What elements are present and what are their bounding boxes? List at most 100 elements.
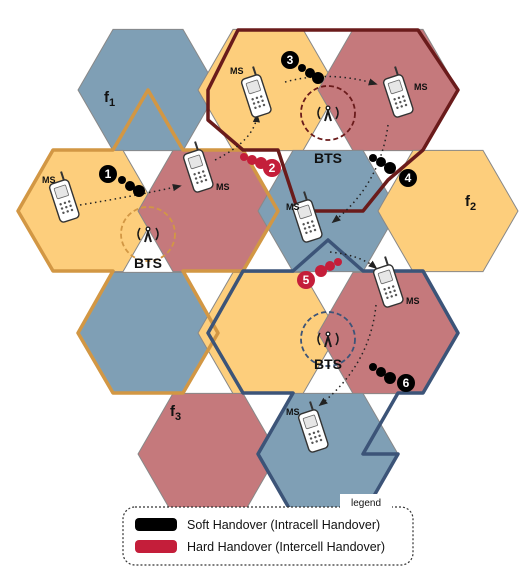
movement-path [329,251,378,270]
bts-coverage-ring [300,85,356,141]
handover-dot [376,367,386,377]
handover-number: 4 [405,171,412,185]
handover-marker-4: 4 [369,154,417,187]
mobile-phone-icon [372,256,404,308]
handover-number-badge [263,159,281,177]
phone-key [387,286,391,290]
phone-key [308,433,311,436]
phone-key [193,173,196,176]
phone-key [312,224,315,227]
legend-box [122,506,414,566]
phone-key [303,227,307,230]
phone-key [60,207,64,210]
phone-key [404,103,408,107]
phone-key [200,180,203,183]
handover-marker-6: 6 [369,363,415,392]
handover-dot [133,185,145,197]
bts-tower-icon [300,311,356,367]
phone-key [311,220,314,223]
signal-wave-left [317,106,321,120]
bts-label: BTS [314,356,342,372]
legend-label-hard: Hard Handover (Intercell Handover) [187,540,385,554]
phone-key [392,285,395,288]
phone-key [65,205,68,209]
phone-antenna [394,66,399,76]
phone-key [258,105,261,108]
phone-key [312,431,316,435]
phone-antenna [309,401,314,411]
legend: legend Soft Handover (Intracell Handover… [122,494,414,566]
handover-dot [118,176,126,184]
handover-dot [384,162,396,174]
phone-key [252,102,256,105]
handover-number: 2 [269,161,276,175]
signal-wave-right [335,106,339,120]
handover-dot [376,157,386,167]
phone-key [194,177,198,180]
phone-key [196,181,199,185]
phone-key [202,170,205,173]
phone-key [314,435,317,439]
phone-key [262,103,266,107]
phone-key [384,292,388,295]
mobile-phone-icon [297,401,329,453]
mobile-phone-icon [240,66,272,118]
ms-label: MS [414,82,428,92]
phone-key [199,175,202,179]
phone-key [403,99,406,102]
phone-key [309,230,312,233]
handover-dot [384,372,396,384]
mobile-phone-icon [182,141,214,193]
phone-key [394,102,398,105]
phone-key [254,106,257,110]
phone-screen [53,184,69,200]
hex-cell [17,149,159,273]
phone-key [197,171,201,175]
handover-dot [369,363,377,371]
handover-number: 6 [403,376,410,390]
antenna-core [326,332,330,336]
phone-key [257,100,260,104]
signal-wave-left [317,332,321,346]
phone-key [251,98,254,101]
cluster-borders [16,28,460,517]
cluster-border-orange [16,88,280,395]
phone-screen [377,269,393,285]
handover-dot [325,261,335,271]
mobile-phone-icon [382,66,414,118]
bts-coverage-ring [120,206,176,262]
phone-antenna [60,171,65,181]
phone-key [309,437,313,440]
phone-key [302,223,305,226]
ms-label: MS [42,175,56,185]
handover-marker-1: 1 [99,165,145,197]
phone-key [306,221,310,225]
phone-key [204,178,208,182]
handover-dot [369,154,377,162]
phone-key [394,293,398,297]
ms-label: MS [406,296,420,306]
phone-key [402,95,405,98]
cluster-border-darkred [206,28,460,213]
bts-tower-icon [300,85,356,141]
signal-wave-left [137,227,141,241]
phone-key [318,434,321,437]
bts-tower-icon [120,206,176,262]
phone-key [68,200,71,203]
phone-key [255,96,259,100]
handover-dot [305,68,315,78]
handover-number: 3 [287,53,294,67]
phone-key [203,174,206,177]
phone-key [59,203,62,206]
phone-key [396,106,399,110]
bts-towers [120,85,356,367]
legend-swatch-hard [135,540,177,553]
phone-key [390,295,393,298]
phone-antenna [303,191,308,201]
phone-key [66,210,69,213]
handover-number-badge [397,374,415,392]
phone-antenna [194,141,199,151]
